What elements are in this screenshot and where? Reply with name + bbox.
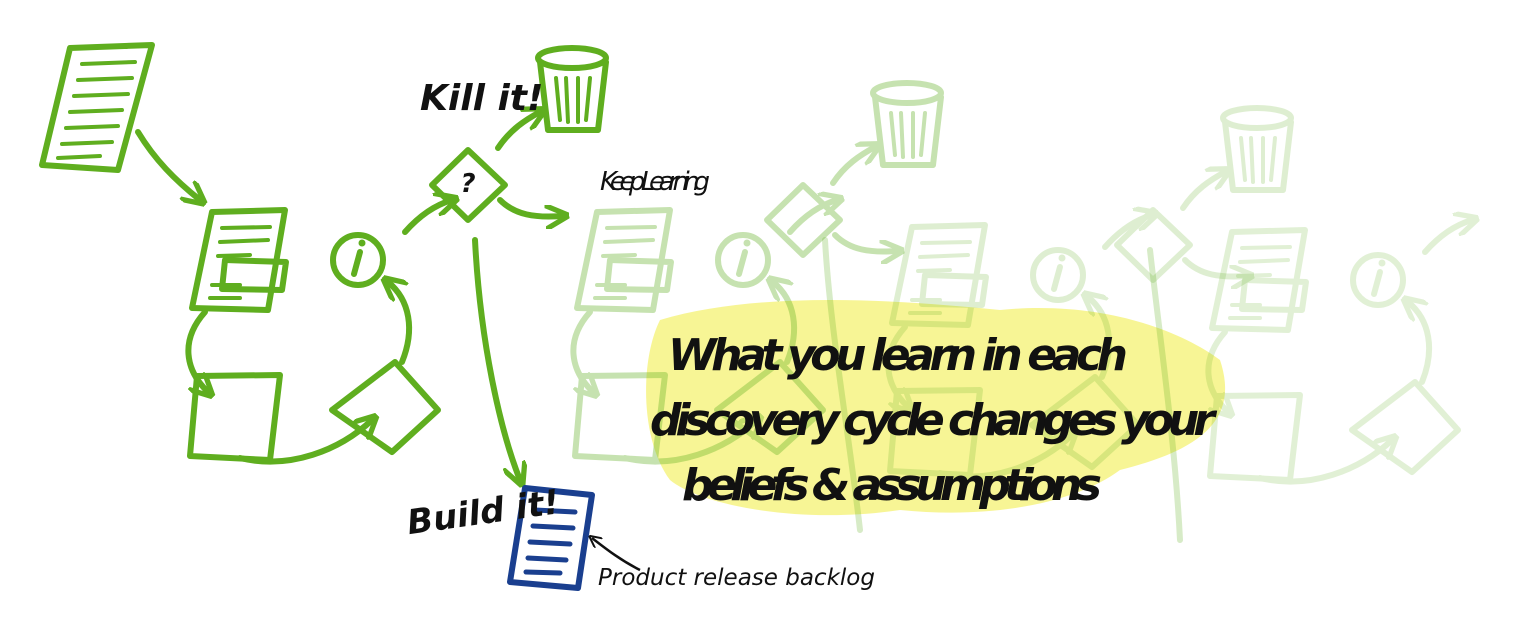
build-it-label: Build it! [405, 482, 562, 543]
cycle-2-arrows [822, 237, 1183, 543]
decision-question: ? [460, 169, 475, 199]
keep-learning-text: Keep Learning [600, 167, 710, 197]
message-line-2: discovery cycle changes your [650, 395, 1217, 446]
message-line-1: What you learn in each [668, 330, 1128, 381]
keep-learning-label: Keep Learning [600, 167, 710, 197]
backlog-pointer-arrow [592, 538, 641, 572]
backlog-label: Product release backlog [598, 565, 875, 591]
requirements-document-icon [39, 42, 155, 173]
product-backlog-icon [507, 485, 595, 591]
build-arrow [472, 237, 520, 480]
cycle-4 [1208, 220, 1472, 482]
arrow [135, 129, 200, 200]
message-line-3: beliefs & assumptions [682, 460, 1102, 511]
cycle-1 [39, 42, 606, 480]
kill-it-label: Kill it! [420, 78, 543, 119]
